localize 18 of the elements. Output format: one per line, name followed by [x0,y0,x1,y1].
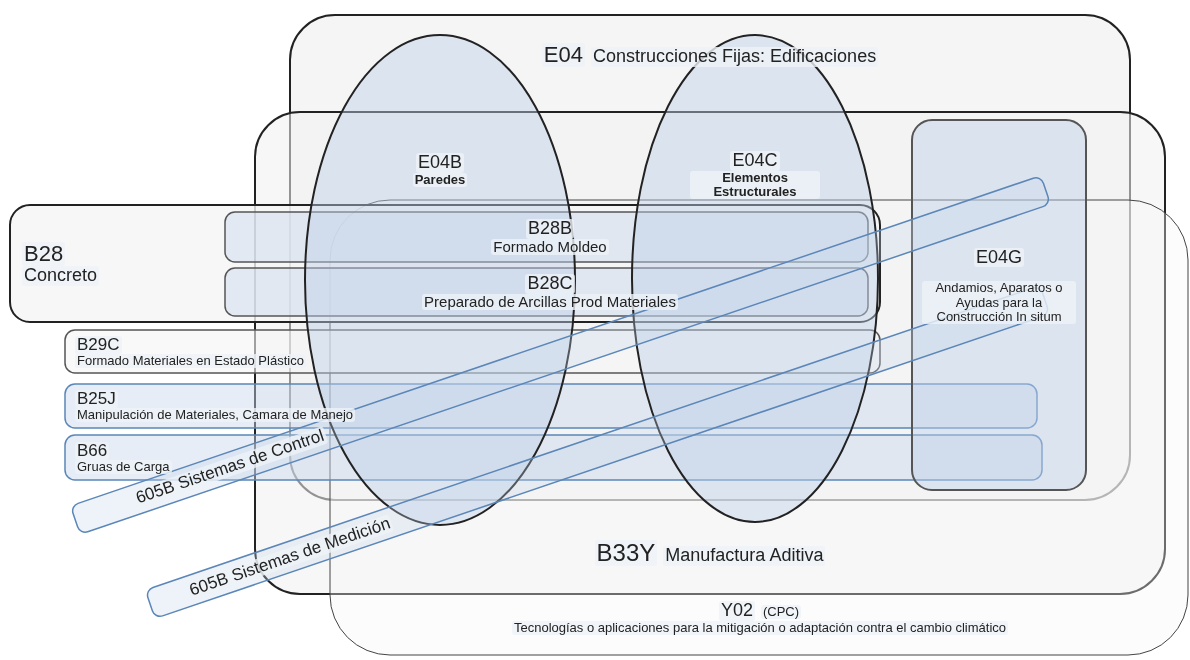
category-code: B25J [75,389,118,409]
category-code: B28C [525,273,575,294]
category-title: Concreto [22,266,100,286]
category-title: Formado Materiales en Estado Plástico [75,354,306,369]
category-title: Construcciones Fijas: Edificaciones [591,46,879,67]
category-title: Gruas de Carga [75,460,172,475]
category-title: Tecnologías o aplicaciones para la mitigación o adaptación contra el cambio climático [511,620,1009,636]
category-title: Elementos Estructurales [690,170,820,200]
category-code: E04C [730,150,780,171]
scheme-tag: (CPC) [760,604,802,620]
category-code: B28 [22,242,66,267]
category-title: Andamios, Aparatos o Ayudas para la Construcción In situm [922,281,1076,325]
category-title: Manipulación de Materiales, Camara de Manejo [75,408,356,423]
category-code: B33Y [594,539,658,567]
category-code: B66 [75,441,110,461]
category-title: Manufactura Aditiva [663,545,826,566]
category-code: Y02 [718,600,755,621]
category-code: B29C [75,335,122,355]
